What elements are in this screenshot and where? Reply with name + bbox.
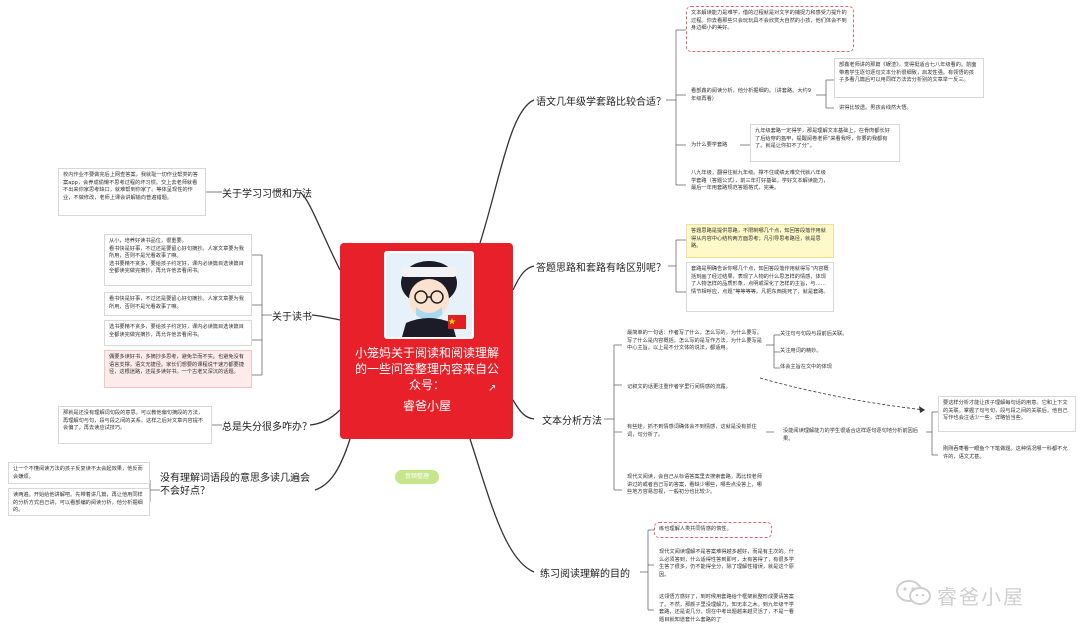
grade-sub-plan: 八九年级，翻得住就九年级。撑不住或绩太难交代就八年级学套路（答题公式），前三年打… [691,170,829,192]
topic-text-analysis[interactable]: 文本分析方法 [542,416,602,427]
watermark: 睿爸小屋 [895,578,1055,612]
study-habits-note: 校内作业不要做完后上网查答案，我就耻一切作业帮类的答案app，会养成偷懒不思考过… [58,168,206,216]
grade-note-highlight: 文本解读能力是难学，借的过程就是对文字的捕捉力和感受力提升的过程。你去看那些只会… [686,6,854,52]
topic-reading[interactable]: 关于读书 [272,312,312,323]
reread-note-2: 读两遍。开始给他讲解吧。先带着讲几篇，再让他用同样的分析方式自己讲，可以看部编的… [8,488,150,516]
avatar [384,251,474,339]
practice-tag: 练也理解人类共同情感的惰性。 [654,522,772,538]
answer-ideas-note: 答题思路是提供思路，不限制哪几个点，知回答段落作用就得从内容中心结构两方面思考；… [686,224,834,258]
method-modern: 现代文阅读，会自己从标语答案里去搜索套路，再比较老师讲过的或者自己写的答案，看缺… [627,474,762,496]
grade-sub-bujin: 看部鑫的阅读分析，他分析掘细的。（讲套路。大约9年级再看） [691,88,812,102]
watermark-text: 睿爸小屋 [937,585,1025,609]
audio-transcript-badge[interactable]: 音频整理 [395,470,439,484]
topic-study-habits[interactable]: 关于学习习惯和方法 [222,189,312,200]
topic-reread[interactable]: 没有理解词语段的意思多读几遍会不会好点？ [160,473,310,497]
method-basic-link: 关注句与句段与段前后关联。 [780,331,848,337]
practice-note-1: 现代文阅读理解不是答案难得越多越好，而是有主次的。什么必须答到，什么适得性答到即… [659,549,794,578]
reading-note-4: 偶要多读好书，多摘抄多思考，避免华而不实。也避免没有语言支撑，语文无捷径。家长们… [104,350,252,388]
method-basic-theme: 体会主旨在文中的体现 [780,364,832,370]
topic-which-grade[interactable]: 语文几年级学套路比较合适？ [536,97,666,108]
external-link-icon[interactable]: ↗ [488,383,497,394]
method-basic-wording: 关注用词的精妙。 [780,348,822,354]
reread-note-1: 让一个不懂阅读方法的孩子反复读不太会起效果，他反而会嫌烦。 [8,462,150,484]
method-basic: 最简单的一句话：作者写了什么，怎么写的，为什么要写。写了什么是内容概括。怎么写的… [627,330,762,352]
grade-sub-why-detail: 九年级套路一定得学，那是理解文本基础上，在骨肉都长好了后给穿的盔甲，提醒阅卷老师… [750,124,900,162]
method-emotion-detail: 没能阅读理解能力的学生很适合这样逐句逐句地分析前因后果。 [783,428,918,442]
reading-note-1: 从小，培养好读书品位，很重要。 看书快是好事，不过还是要留心好句摘抄。人家文章要… [104,234,252,286]
topic-practice-purpose[interactable]: 练习阅读理解的目的 [540,569,630,580]
grade-sub-bujin-note: 讲得比较透。男孩会线然大悟。 [839,105,912,111]
central-topic[interactable]: 小笼妈关于阅读和阅读理解的一些问答整理内容来自公众号： 睿爸小屋 ↗ [340,243,513,439]
method-emotion-warning: 刚刚吞枣看一眼鱼个下笔做题。这种情况哪一科都不允许的，语文尤甚。 [943,446,1068,460]
topic-ideas-vs-formula[interactable]: 答题思路和套路有啥区别呢？ [536,263,666,274]
method-narrative: 记叙文的话更注重作者字里行间情感的流露。 [627,384,731,390]
central-topic-title: 小笼妈关于阅读和阅读理解的一些问答整理内容来自公众号： [354,346,499,393]
reading-note-3: 选书要精不贪多，要给孩子约定好，课内必读篇目选读篇目全都读完做完摘抄，再允许他去… [104,320,252,346]
method-emotion-why: 要这样分析才能让孩子理解每句话的用意。它和上下文的关联。掌握了句与句，段与段之间… [938,396,1076,432]
answer-formula-note: 套路是明确告诉你哪几个点，知回答段落作用就得写“内容概括刻画了经过结果，表现了人… [686,262,834,312]
grade-sub-bujin-detail: 部鑫老师讲的那篇《蜈渣》，觉得挺适合七八年级看的。前面带着学生逐句逐句文本分析很… [834,58,984,98]
wechat-icon [896,580,931,605]
grade-sub-why: 为什么要学套路 [691,142,728,148]
topic-losing-points[interactable]: 总是失分很多咋办？ [222,422,312,433]
practice-note-2: 这领悟方感好了，到时候用套路给个框架就整形成要请答案了。不然，那颜子里没理解力，… [659,594,794,623]
method-emotion: 有些娃，抓不到情感词确体会不到情感，这就是没有抓住词，句分析了。 [627,424,757,438]
central-topic-author: 睿爸小屋 [402,399,451,413]
losing-points-note: 那就是还没有理解词句段的意思。可以教他偏句摘段的方法，再理解句与句，段与段之间的… [58,406,212,444]
reading-note-2: 看书快是好事，不过还是要留心好句摘抄。人家文章要为我所用，否则不是光看故事了嘛。 [104,292,252,316]
